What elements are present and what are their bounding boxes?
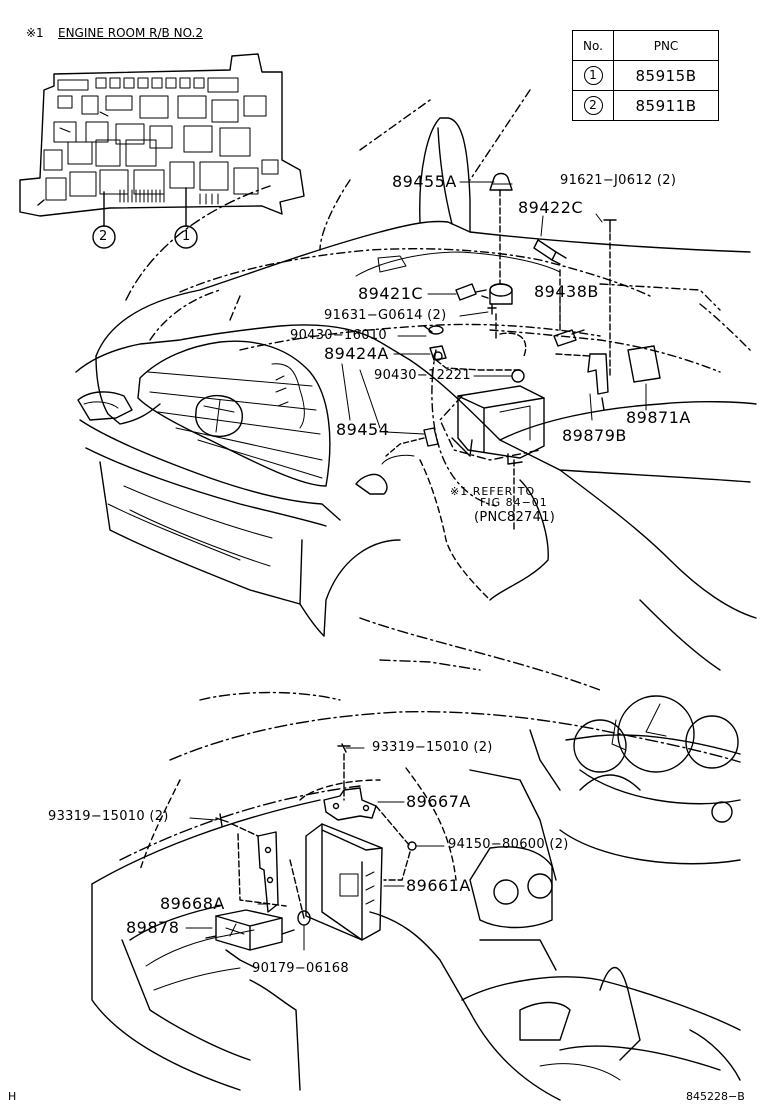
part-89871A[interactable]: 89871A bbox=[626, 408, 691, 427]
pnc-col-no: No. bbox=[572, 30, 614, 61]
pnc-table-header: No. PNC bbox=[572, 30, 719, 61]
dashboard-outline bbox=[91, 599, 741, 1101]
part-89878[interactable]: 89878 bbox=[126, 918, 180, 937]
engine-leader-lines bbox=[341, 181, 647, 435]
footer-left-code: H bbox=[8, 1090, 17, 1103]
part-89879B[interactable]: 89879B bbox=[562, 426, 627, 445]
part-89661A[interactable]: 89661A bbox=[406, 876, 471, 895]
pnc-table: No. PNC 1 85915B 2 85911B bbox=[572, 30, 719, 121]
part-90179-06168[interactable]: 90179−06168 bbox=[252, 961, 349, 976]
part-91631-G0614[interactable]: 91631−G0614 (2) bbox=[324, 308, 447, 323]
refer-note-line2: FIG 84−01 bbox=[480, 496, 548, 509]
callout-circle-2 bbox=[92, 225, 116, 249]
part-93319-15010-left[interactable]: 93319−15010 (2) bbox=[48, 809, 169, 824]
callout-label-2: 2 bbox=[99, 229, 108, 244]
part-89668A[interactable]: 89668A bbox=[160, 894, 225, 913]
pnc-row-value: 85915B bbox=[613, 60, 719, 91]
part-93319-15010-top[interactable]: 93319−15010 (2) bbox=[372, 740, 493, 755]
part-94150-80600[interactable]: 94150−80600 (2) bbox=[448, 837, 569, 852]
relay-box-note-mark: ※1 bbox=[26, 26, 44, 40]
pnc-table-row: 1 85915B bbox=[572, 60, 719, 91]
refer-note-line1: ※1 REFER TO bbox=[450, 485, 536, 498]
pnc-row-value: 85911B bbox=[613, 90, 719, 121]
part-89438B[interactable]: 89438B bbox=[534, 282, 599, 301]
part-89424A[interactable]: 89424A bbox=[324, 344, 389, 363]
part-90430-16010[interactable]: 90430−16010 bbox=[290, 328, 387, 343]
pnc-table-row: 2 85911B bbox=[572, 90, 719, 121]
engine-room-components bbox=[385, 172, 661, 531]
dash-leader-lines bbox=[185, 747, 445, 951]
part-91621-J0612[interactable]: 91621−J0612 (2) bbox=[560, 173, 677, 188]
part-89667A[interactable]: 89667A bbox=[406, 792, 471, 811]
callout-circle-1 bbox=[174, 225, 198, 249]
refer-note-pnc[interactable]: (PNC82741) bbox=[474, 510, 556, 525]
vehicle-front-outline bbox=[75, 89, 757, 637]
pnc-row-no: 2 bbox=[572, 90, 614, 121]
pnc-col-pnc: PNC bbox=[613, 30, 719, 61]
engine-room-relay-box bbox=[19, 53, 305, 227]
pnc-row-no-circle: 1 bbox=[583, 66, 603, 85]
dash-components bbox=[205, 743, 417, 951]
figure-code: 845228−B bbox=[686, 1090, 745, 1103]
pnc-row-no: 1 bbox=[572, 60, 614, 91]
callout-label-1: 1 bbox=[182, 229, 191, 244]
pnc-row-no-circle: 2 bbox=[583, 96, 603, 115]
part-89422C[interactable]: 89422C bbox=[518, 198, 584, 217]
part-90430-12221[interactable]: 90430−12221 bbox=[374, 368, 471, 383]
part-89421C[interactable]: 89421C bbox=[358, 284, 424, 303]
relay-box-callouts bbox=[92, 225, 198, 249]
part-89455A[interactable]: 89455A bbox=[392, 172, 457, 191]
part-89454[interactable]: 89454 bbox=[336, 420, 390, 439]
relay-box-title: ENGINE ROOM R/B NO.2 bbox=[58, 26, 203, 40]
